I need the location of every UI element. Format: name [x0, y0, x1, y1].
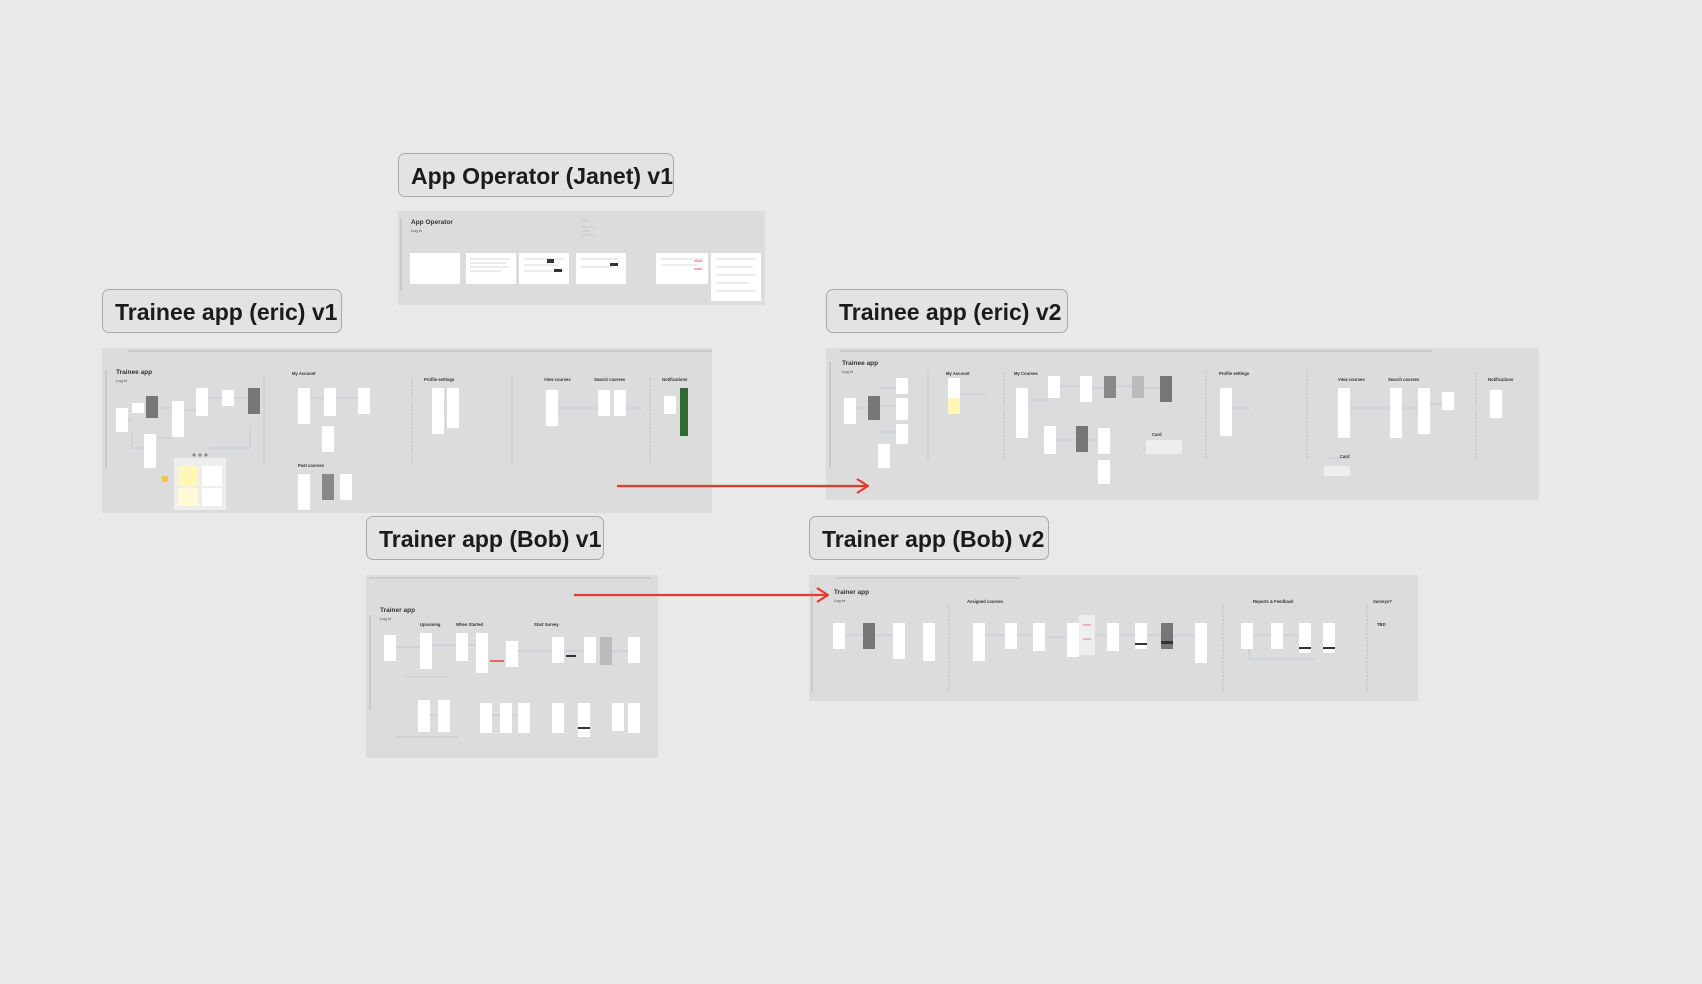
- board-trainee-v2-section-account: My Account: [946, 371, 970, 376]
- board-trainer-v2-section-assigned: Assigned courses: [967, 599, 1004, 604]
- board-trainer-v2-section-tbd: TBD: [1377, 622, 1386, 627]
- board-trainer-v1-section-started: When Started: [456, 622, 483, 627]
- board-trainee-v2-section-courses: My Courses: [1014, 371, 1038, 376]
- board-trainer-v2-title: Trainer app: [834, 589, 870, 596]
- frame-label-trainer-v2[interactable]: Trainer app (Bob) v2: [809, 516, 1049, 560]
- board-trainer-v2-section-surveys: Surveys?: [1373, 599, 1392, 604]
- board-trainee-v2-thumbnails: [829, 350, 1502, 484]
- board-trainee-v2-section-view: View courses: [1338, 377, 1365, 382]
- board-operator-v1[interactable]: App Operator Log in: [398, 211, 765, 305]
- board-trainee-v2-title: Trainee app: [842, 360, 879, 367]
- board-trainer-v2[interactable]: Trainer app Log in Assigned courses Repo…: [809, 575, 1418, 701]
- board-operator-v1-subtitle: Log in: [411, 228, 422, 233]
- board-trainer-v1[interactable]: Trainer app Log in Upcoming When Started…: [366, 575, 658, 758]
- frame-label-operator-v1[interactable]: App Operator (Janet) v1: [398, 153, 674, 197]
- board-trainee-v1-section-search: Search courses: [594, 377, 626, 382]
- board-trainer-v1-title: Trainer app: [380, 607, 416, 614]
- frame-label-trainer-v1[interactable]: Trainer app (Bob) v1: [366, 516, 604, 560]
- board-trainee-v1-section-profile: Profile settings: [424, 377, 455, 382]
- board-trainer-v2-subtitle: Log in: [834, 598, 845, 603]
- board-trainee-v1-title: Trainee app: [116, 369, 153, 376]
- board-trainee-v1-section-past: Past courses: [298, 463, 325, 468]
- frame-label-trainee-v1[interactable]: Trainee app (eric) v1: [102, 289, 342, 333]
- board-trainee-v2-subtitle: Log in: [842, 369, 853, 374]
- board-trainer-v1-thumbnails: [369, 577, 651, 738]
- frame-label-trainee-v2[interactable]: Trainee app (eric) v2: [826, 289, 1068, 333]
- board-trainer-v2-section-reports: Reports & Feedback: [1253, 599, 1294, 604]
- board-operator-v1-title: App Operator: [411, 219, 453, 226]
- board-trainee-v1-subtitle: Log in: [116, 378, 127, 383]
- board-trainer-v1-section-upcoming: Upcoming: [420, 622, 441, 627]
- board-trainee-v2-section-notifications: Notifications: [1488, 377, 1514, 382]
- board-trainer-v2-thumbnails: [811, 577, 1368, 693]
- board-trainee-v1-section-account: My Account: [292, 371, 316, 376]
- board-trainee-v2-section-card-1: Card: [1152, 432, 1162, 437]
- board-trainer-v1-subtitle: Log in: [380, 616, 391, 621]
- board-trainee-v2-section-card-2: Card: [1340, 454, 1350, 459]
- board-operator-v1-thumbnails: [400, 219, 761, 301]
- board-trainee-v1-section-notifications: Notifications: [662, 377, 688, 382]
- board-trainee-v1-section-view: View courses: [544, 377, 571, 382]
- board-trainer-v1-section-survey: Start Survey: [534, 622, 559, 627]
- board-trainee-v2[interactable]: Trainee app Log in My Account My Courses…: [826, 348, 1539, 500]
- board-trainee-v1-thumbnails: [105, 350, 712, 510]
- board-trainee-v2-section-profile: Profile settings: [1219, 371, 1250, 376]
- board-trainee-v2-section-search: Search courses: [1388, 377, 1420, 382]
- board-trainee-v1[interactable]: Trainee app Log in My Account Profile se…: [102, 348, 712, 513]
